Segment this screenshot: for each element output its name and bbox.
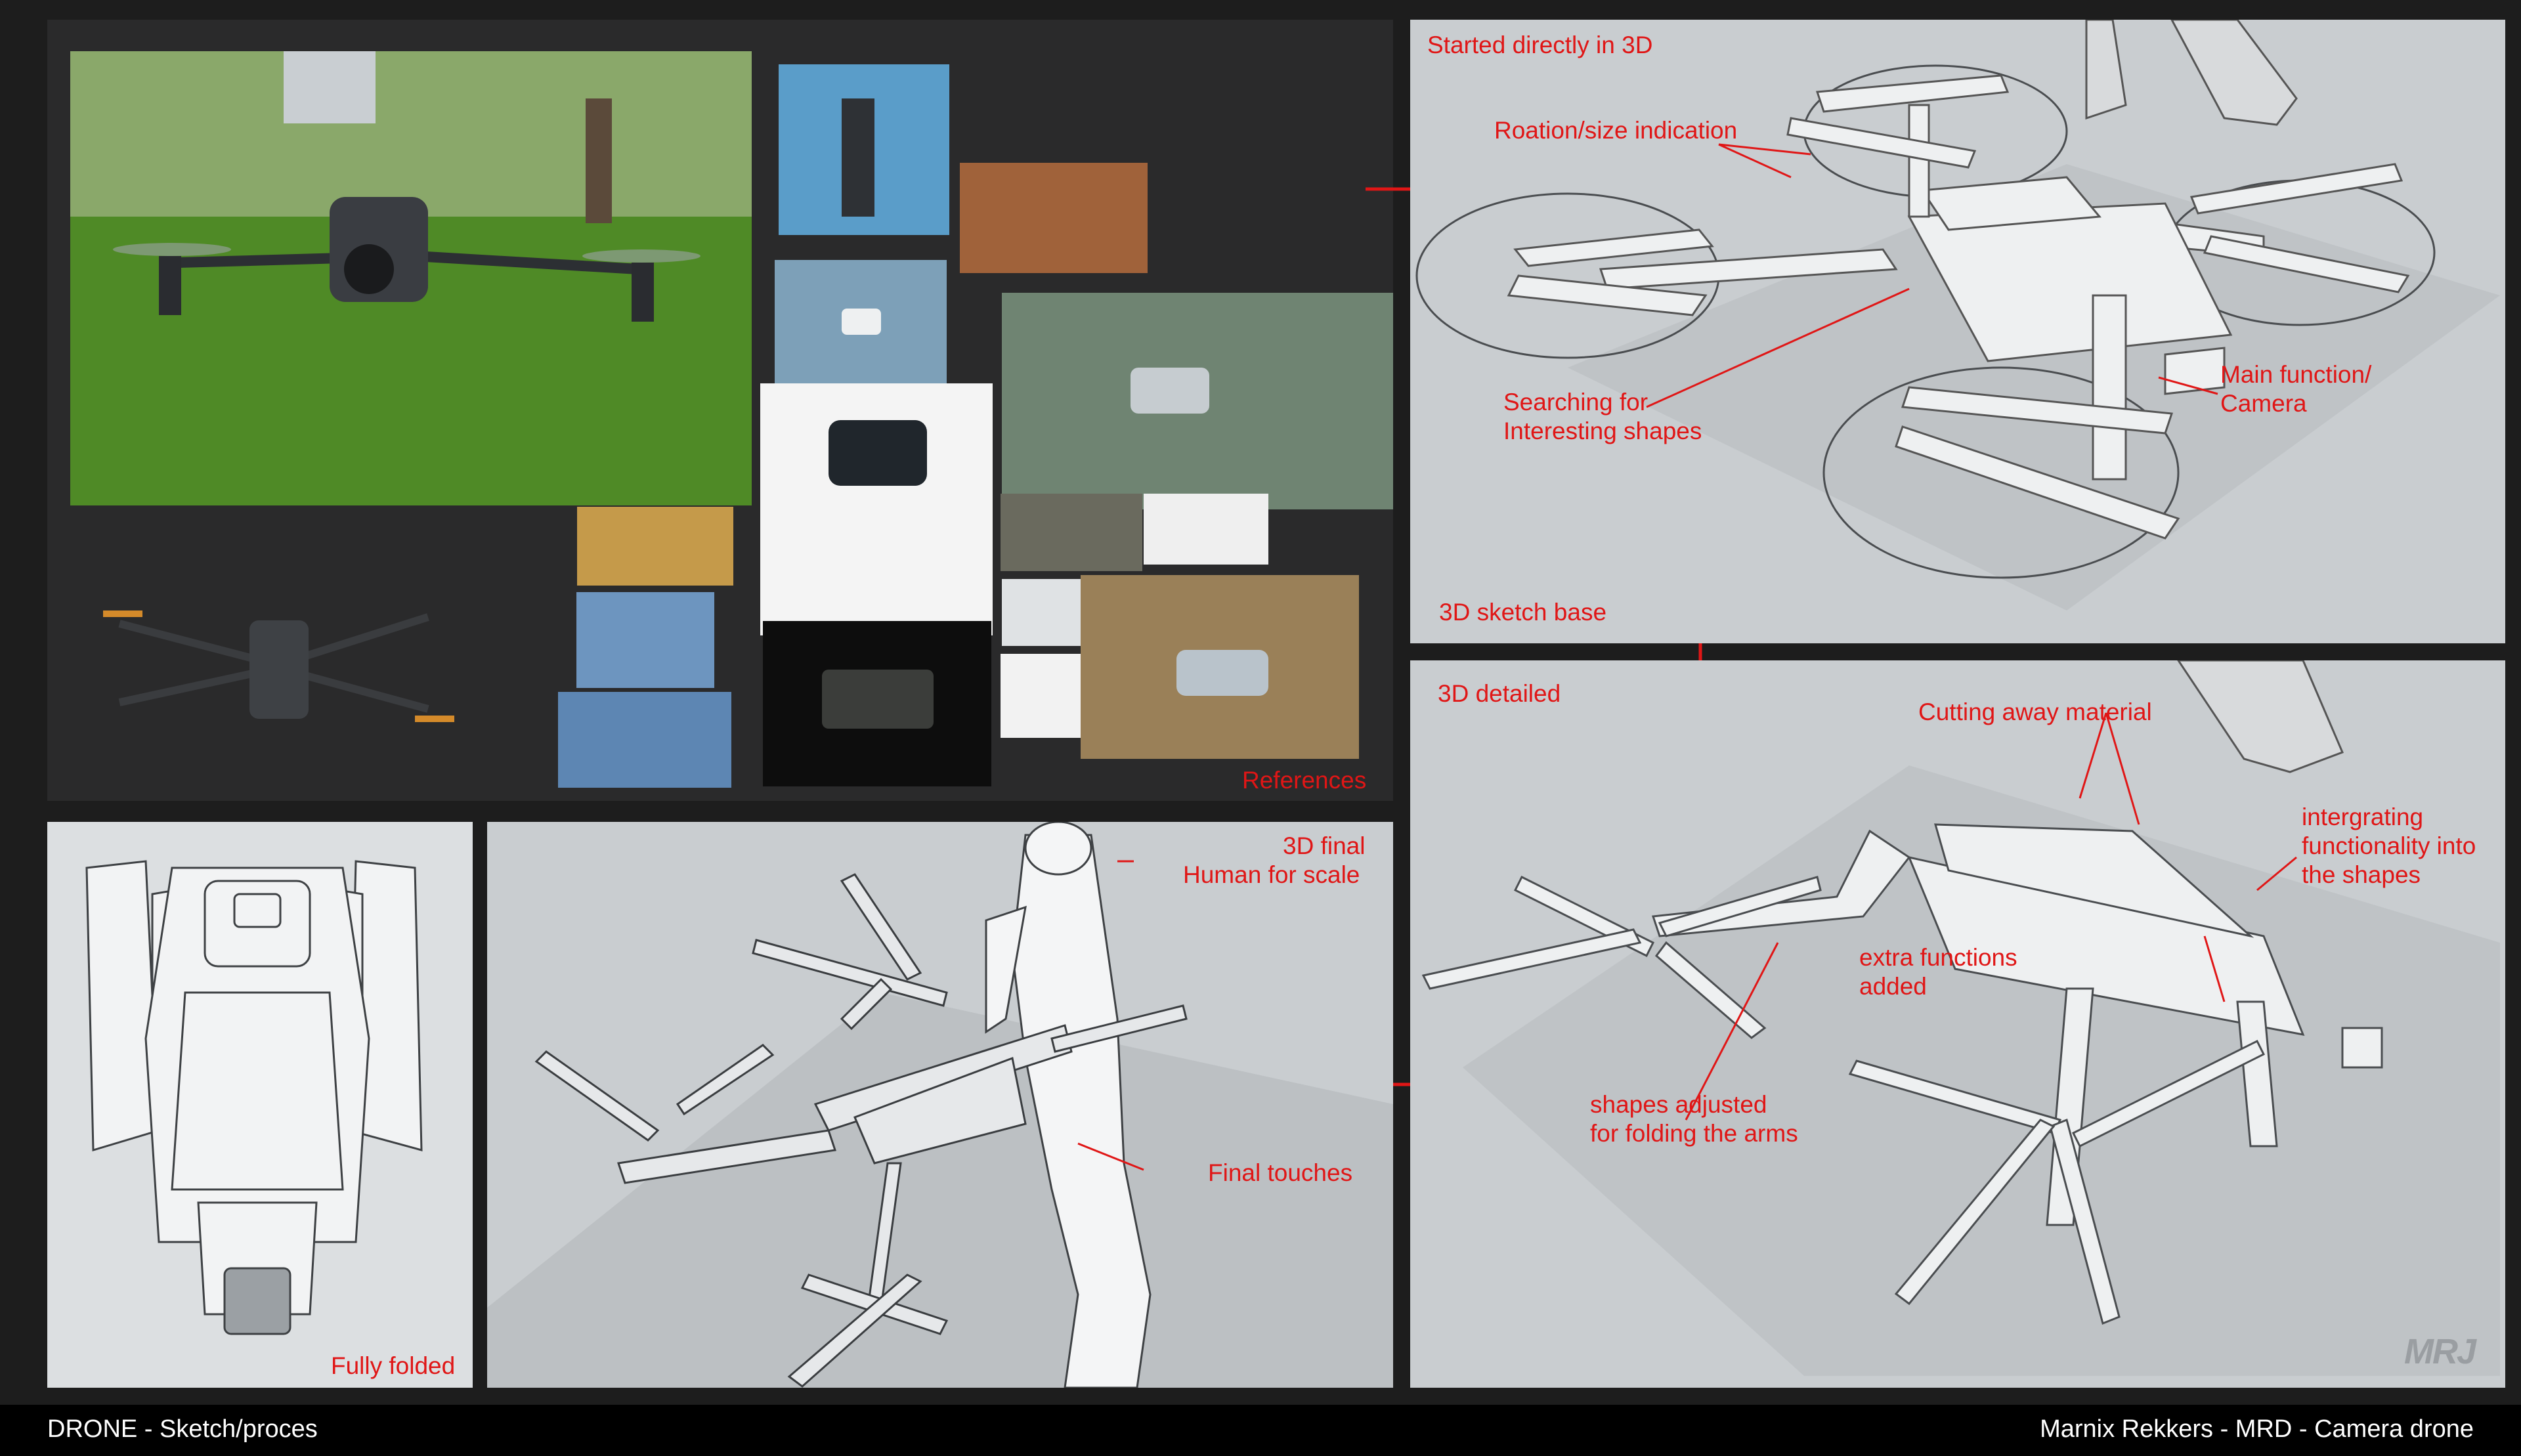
mrj-watermark: MRJ bbox=[2404, 1332, 2476, 1371]
footer-author-credit: Marnix Rekkers - MRD - Camera drone bbox=[2040, 1415, 2474, 1443]
hexacopter-photo-icon bbox=[1144, 494, 1268, 565]
searching-note-line1: Searching for bbox=[1503, 389, 1648, 416]
final-title: 3D final bbox=[1283, 832, 1366, 859]
drone-kits-photo-icon bbox=[960, 163, 1148, 273]
sketch-leader-lines bbox=[1646, 143, 2218, 408]
sketch-drone-drawing bbox=[1415, 20, 2500, 610]
references-board: References bbox=[47, 20, 1393, 801]
searching-note-line2: Interesting shapes bbox=[1503, 418, 1702, 444]
main-function-note-line2: Camera bbox=[2220, 390, 2307, 417]
cutting-note: Cutting away material bbox=[1918, 698, 2152, 725]
references-label: References bbox=[1242, 767, 1367, 794]
shapes-adjusted-note-line2: for folding the arms bbox=[1590, 1120, 1798, 1147]
integrating-note-line3: the shapes bbox=[2302, 861, 2421, 888]
integrating-note-line2: functionality into bbox=[2302, 832, 2476, 859]
detailed-drone-drawing bbox=[1421, 660, 2500, 1376]
extra-functions-note-line2: added bbox=[1859, 973, 1927, 1000]
sketch-title: Started directly in 3D bbox=[1427, 32, 1653, 58]
sketch-viewport: Started directly in 3D Roation/size indi… bbox=[1410, 20, 2505, 643]
footer-project-title: DRONE - Sketch/proces bbox=[47, 1415, 318, 1443]
rotation-note: Roation/size indication bbox=[1494, 117, 1738, 144]
sketch-base-label: 3D sketch base bbox=[1439, 599, 1607, 626]
main-function-note-line1: Main function/ bbox=[2220, 361, 2372, 388]
footer-bar: DRONE - Sketch/proces Marnix Rekkers - M… bbox=[0, 1405, 2521, 1456]
final-viewport: 3D final Human for scale Final touches bbox=[487, 822, 1393, 1388]
drone-topview-icon bbox=[103, 610, 454, 722]
final-touches-note: Final touches bbox=[1208, 1159, 1353, 1186]
final-drone-drawing bbox=[487, 822, 1393, 1388]
detailed-viewport: 3D detailed Cutting away material interg… bbox=[1410, 660, 2505, 1388]
drone-photo-main-icon bbox=[70, 51, 752, 505]
detailed-title: 3D detailed bbox=[1438, 680, 1561, 707]
folded-viewport: Fully folded bbox=[47, 822, 473, 1388]
extra-functions-note-line1: extra functions bbox=[1859, 944, 2017, 971]
integrating-note-line1: intergrating bbox=[2302, 803, 2424, 830]
reference-images bbox=[70, 51, 1393, 788]
fully-folded-label: Fully folded bbox=[331, 1352, 456, 1379]
folded-drone-drawing bbox=[85, 860, 423, 1335]
agri-drone-photo-icon bbox=[577, 507, 733, 586]
human-for-scale-note: Human for scale bbox=[1183, 861, 1360, 888]
shapes-adjusted-note-line1: shapes adjusted bbox=[1590, 1091, 1767, 1118]
